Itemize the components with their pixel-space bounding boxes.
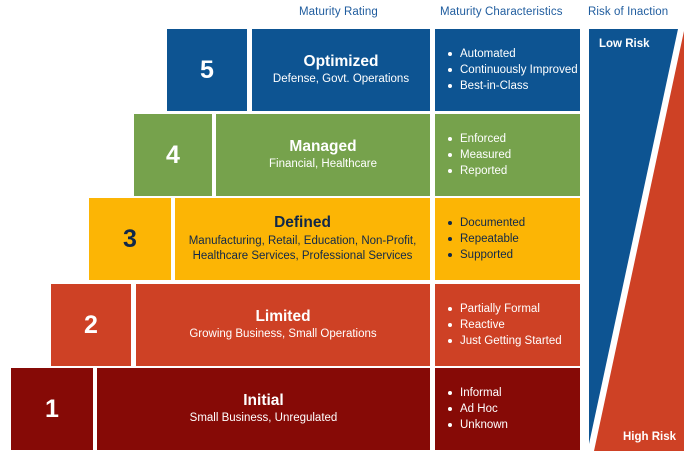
level-number-box-2[interactable]: 2: [51, 284, 131, 366]
characteristic-item: Supported: [447, 247, 580, 263]
characteristic-item: Enforced: [447, 131, 580, 147]
characteristic-item: Just Getting Started: [447, 333, 580, 349]
level-number-box-4[interactable]: 4: [134, 114, 212, 196]
risk-of-inaction-gauge: Low Risk High Risk: [589, 29, 684, 451]
level-title: Limited: [255, 307, 311, 325]
characteristic-item: Measured: [447, 147, 580, 163]
high-risk-triangle: [594, 31, 684, 451]
column-header-maturity-rating: Maturity Rating: [299, 6, 378, 18]
level-number-text: 2: [84, 310, 98, 339]
characteristic-item: Reactive: [447, 317, 580, 333]
level-subtitle: Defense, Govt. Operations: [272, 73, 410, 86]
risk-triangle-graphic: [589, 29, 684, 451]
characteristic-item: Informal: [447, 385, 580, 401]
level-number-box-1[interactable]: 1: [11, 368, 93, 450]
level-subtitle: Growing Business, Small Operations: [189, 328, 377, 341]
high-risk-label: High Risk: [622, 431, 676, 443]
level-subtitle: Financial, Healthcare: [268, 158, 378, 171]
low-risk-label: Low Risk: [599, 38, 650, 50]
column-header-maturity-characteristics: Maturity Characteristics: [440, 6, 563, 18]
level-title: Initial: [243, 391, 284, 409]
characteristic-item: Unknown: [447, 417, 580, 433]
characteristic-item: Best-in-Class: [447, 78, 580, 94]
level-number-text: 5: [200, 55, 214, 84]
characteristic-item: Continuously Improved: [447, 62, 580, 78]
level-number-box-5[interactable]: 5: [167, 29, 247, 111]
characteristic-item: Partially Formal: [447, 301, 580, 317]
level-number-text: 1: [45, 394, 59, 423]
column-header-risk-of-inaction: Risk of Inaction: [588, 6, 669, 18]
characteristic-item: Reported: [447, 163, 580, 179]
level-number-text: 4: [166, 140, 180, 169]
low-risk-triangle: [589, 29, 678, 444]
level-number-text: 3: [123, 224, 137, 253]
level-subtitle: Small Business, Unregulated: [189, 412, 338, 425]
level-title: Defined: [274, 213, 331, 231]
level-number-box-3[interactable]: 3: [89, 198, 171, 280]
level-title: Managed: [289, 137, 357, 155]
characteristic-item: Automated: [447, 46, 580, 62]
characteristic-item: Ad Hoc: [447, 401, 580, 417]
characteristic-item: Documented: [447, 215, 580, 231]
level-title: Optimized: [303, 52, 379, 70]
level-subtitle: Manufacturing, Retail, Education, Non-Pr…: [188, 234, 417, 262]
characteristic-item: Repeatable: [447, 231, 580, 247]
